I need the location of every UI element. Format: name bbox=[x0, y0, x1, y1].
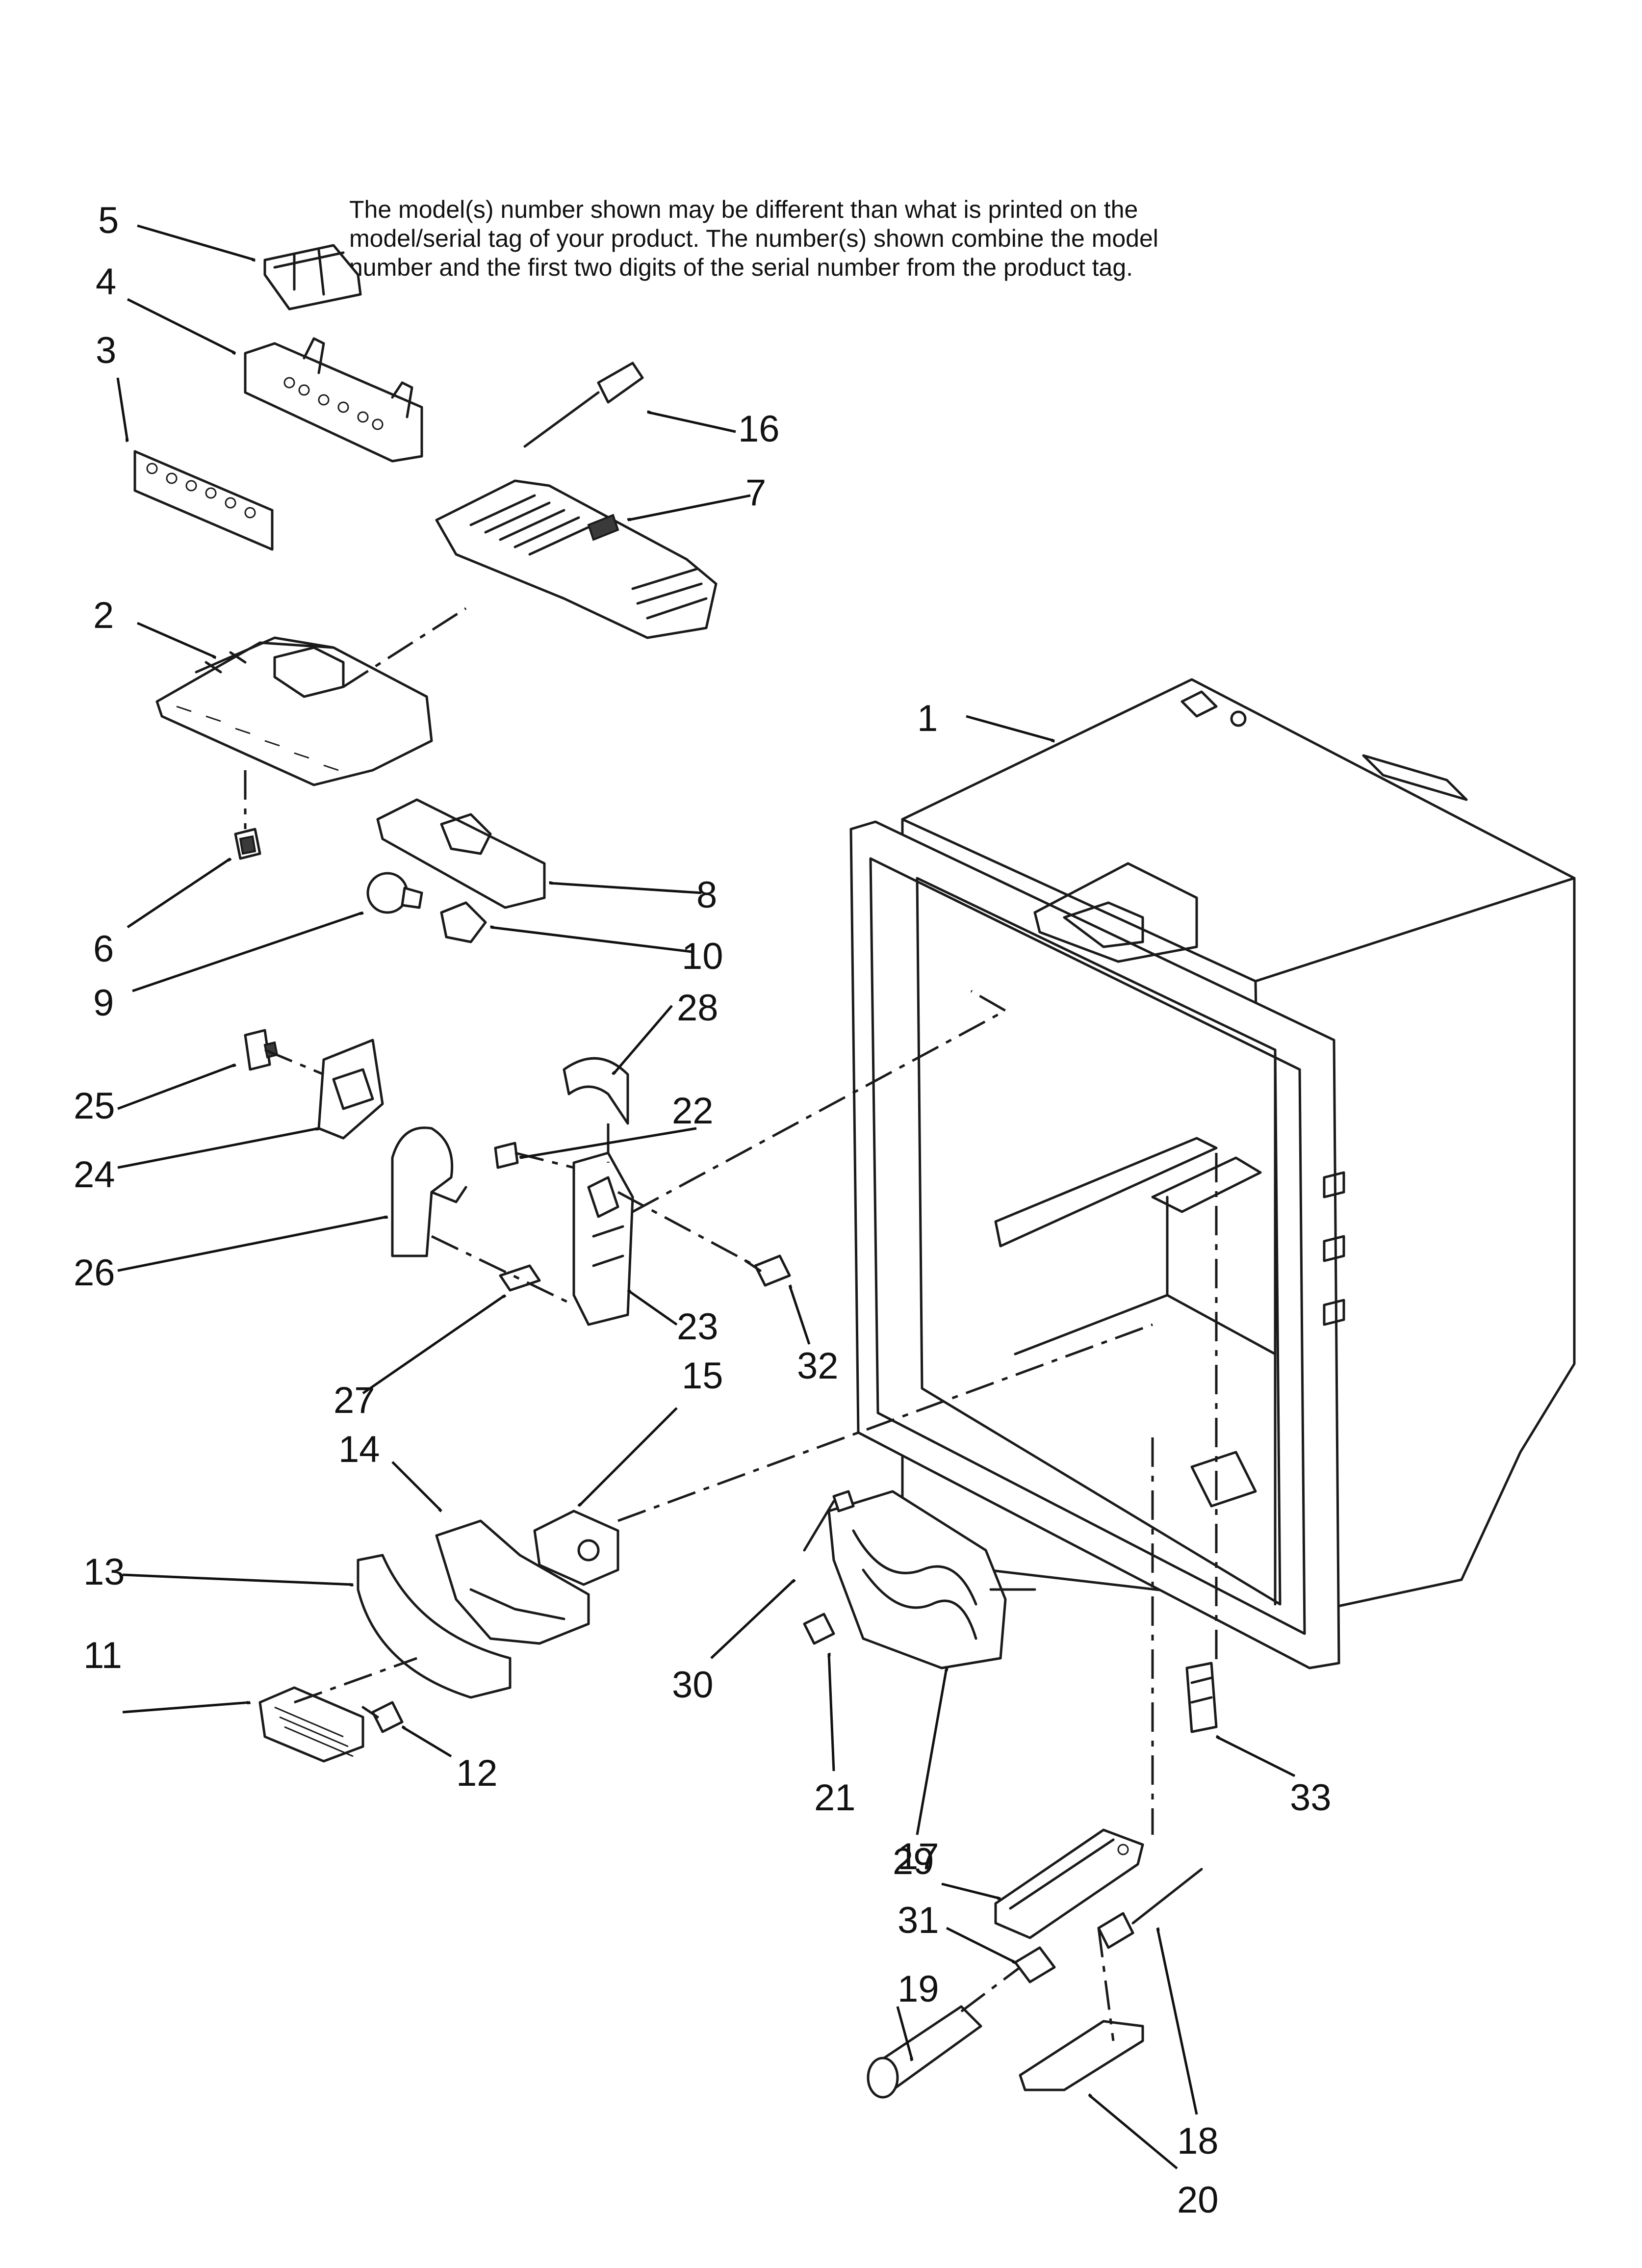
part-24-bracket bbox=[317, 1039, 384, 1140]
callout-6: 6 bbox=[93, 928, 114, 970]
callout-14: 14 bbox=[338, 1429, 380, 1470]
callout-15: 15 bbox=[682, 1355, 723, 1397]
callout-10: 10 bbox=[682, 936, 723, 977]
part-12-screw bbox=[361, 1701, 404, 1733]
part-7-grille-cover bbox=[435, 479, 718, 639]
callout-21: 21 bbox=[814, 1777, 856, 1819]
part-9-bulb bbox=[366, 872, 423, 914]
part-6-switch bbox=[234, 828, 261, 860]
callout-19: 19 bbox=[898, 1968, 939, 2010]
callout-32: 32 bbox=[797, 1345, 839, 1387]
part-30-tube bbox=[803, 1490, 855, 1552]
part-3-overlay-strip bbox=[133, 450, 274, 551]
part-5-bracket bbox=[263, 244, 362, 311]
callout-31: 31 bbox=[898, 1900, 939, 1941]
part-13-trim bbox=[357, 1554, 512, 1699]
assembly-lines bbox=[244, 607, 1218, 2041]
callout-8: 8 bbox=[696, 874, 717, 916]
refrigerator-liner bbox=[849, 678, 1576, 1669]
callout-28: 28 bbox=[677, 987, 718, 1029]
part-33-bracket bbox=[1185, 1662, 1218, 1733]
callout-26: 26 bbox=[74, 1252, 115, 1294]
notice-line-3: number and the first two digits of the s… bbox=[349, 254, 1133, 281]
callout-33: 33 bbox=[1290, 1777, 1332, 1819]
part-29-water-tank bbox=[827, 1490, 1036, 1669]
leader-lines bbox=[116, 224, 1296, 2169]
part-16-pin bbox=[523, 362, 644, 448]
callout-4: 4 bbox=[96, 261, 116, 303]
part-23-dispenser-duct bbox=[572, 1151, 634, 1326]
callout-29: 29 bbox=[893, 1841, 934, 1882]
notice-line-2: model/serial tag of your product. The nu… bbox=[349, 225, 1158, 252]
callout-17: 17 bbox=[898, 1836, 939, 1877]
callout-22: 22 bbox=[672, 1090, 714, 1132]
callout-18: 18 bbox=[1177, 2120, 1219, 2162]
part-10-socket bbox=[440, 901, 487, 943]
part-32-screw bbox=[744, 1254, 791, 1287]
callout-30: 30 bbox=[672, 1664, 714, 1706]
part-17-filter-housing bbox=[994, 1828, 1144, 1939]
part-14-dispenser-housing bbox=[435, 1519, 590, 1645]
part-22-clip bbox=[494, 1142, 519, 1169]
notice-line-1: The model(s) number shown may be differe… bbox=[349, 196, 1138, 223]
callout-2: 2 bbox=[93, 595, 114, 636]
callout-25: 25 bbox=[74, 1085, 115, 1127]
callout-27: 27 bbox=[334, 1380, 375, 1421]
callout-20: 20 bbox=[1177, 2179, 1219, 2221]
callout-24: 24 bbox=[74, 1154, 115, 1196]
part-11-drip-tray bbox=[258, 1686, 364, 1763]
callout-11: 11 bbox=[83, 1635, 122, 1676]
part-2-housing-cover bbox=[155, 636, 433, 786]
part-20-filter-cover bbox=[1019, 2020, 1144, 2091]
callout-7: 7 bbox=[745, 472, 766, 514]
callout-12: 12 bbox=[456, 1752, 498, 1794]
part-27-clip bbox=[499, 1264, 541, 1292]
part-18-filter-head bbox=[1097, 1868, 1203, 1949]
part-31-cap bbox=[1014, 1946, 1056, 1983]
part-21-screw bbox=[803, 1613, 835, 1645]
callout-5: 5 bbox=[98, 200, 119, 241]
part-25-connector bbox=[244, 1029, 279, 1071]
model-number-notice: The model(s) number shown may be differe… bbox=[349, 195, 1330, 282]
part-4-control-housing bbox=[244, 337, 423, 463]
part-26-water-tube bbox=[391, 1126, 467, 1257]
callout-16: 16 bbox=[738, 408, 780, 450]
callout-9: 9 bbox=[93, 982, 114, 1024]
callout-labels: 1 2 3 4 5 6 7 8 9 10 11 12 13 14 15 16 1… bbox=[74, 200, 1332, 2221]
part-8-light-housing bbox=[376, 798, 546, 909]
callout-13: 13 bbox=[83, 1551, 125, 1593]
callout-3: 3 bbox=[96, 330, 116, 371]
part-19-filter-cartridge bbox=[867, 2005, 982, 2099]
callout-1: 1 bbox=[917, 698, 938, 739]
callout-23: 23 bbox=[677, 1306, 718, 1348]
